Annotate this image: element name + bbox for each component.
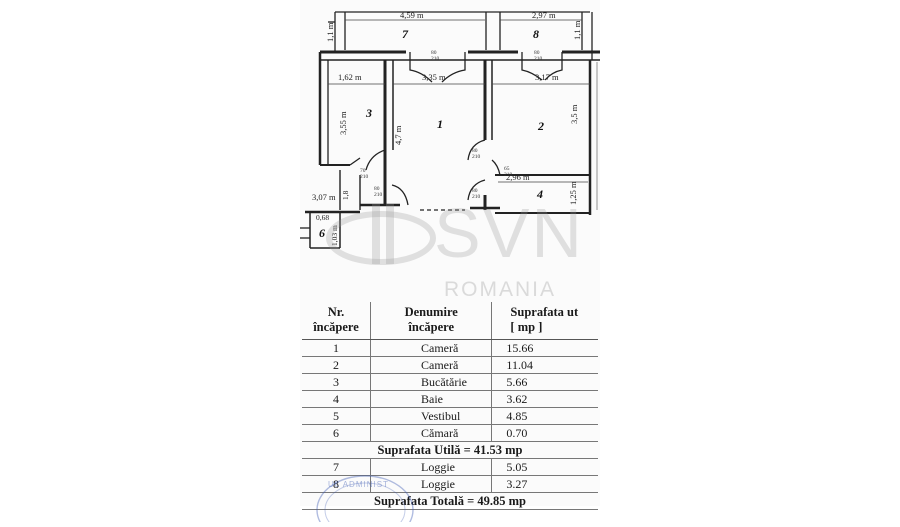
header-room-name: Denumire încăpere [370,302,493,340]
dim-small-vertical: 1,8 [341,190,350,200]
summary-total-row: Suprafata Totală = 49.85 mp [302,492,598,510]
table-row: 2 Cameră 11.04 [302,356,598,374]
room-number-8: 8 [533,27,539,41]
dim-room4-width: 2,96 m [506,172,530,182]
room-number-4: 4 [536,187,543,201]
table-row: 1 Cameră 15.66 [302,339,598,357]
room-number-1: 1 [437,117,443,131]
summary-useful-row: Suprafata Utilă = 41.53 mp [302,441,598,459]
table-row: 4 Baie 3.62 [302,390,598,408]
dim-right-top: 1,1 m [572,20,582,40]
dim-room1-width: 3,35 m [422,72,446,82]
dim-room3-height: 3,55 m [338,111,348,135]
dim-top-right: 2,97 m [532,10,556,20]
dim-room4-height: 1,25 m [568,181,578,205]
dim-room2-height: 3,5 m [569,104,579,124]
room-number-6: 6 [319,226,325,240]
summary-useful-area: Suprafata Utilă = 41.53 mp [302,441,598,459]
dim-room3-width: 1,62 m [338,72,362,82]
table-row: 3 Bucătărie 5.66 [302,373,598,391]
table-row: 8 Loggie 3.27 [302,475,598,493]
table-row: 6 Cămară 0.70 [302,424,598,442]
dim-left-top: 1,1 m [325,22,335,42]
dim-room2-width: 3,17 m [535,72,559,82]
room-number-3: 3 [365,106,372,120]
room-number-7: 7 [402,27,409,41]
header-room-number: Nr. încăpere [302,302,371,340]
room-areas-table: Nr. încăpere Denumire încăpere Suprafata… [302,302,598,510]
summary-total-area: Suprafata Totală = 49.85 mp [302,492,598,510]
dim-room6-width: 0,68 [316,213,329,222]
header-room-area: Suprafata ut [ mp ] [491,302,598,340]
dim-room6-height: 1,03 m [330,225,339,246]
dim-room1-height: 4,7 m [393,125,403,145]
dim-top-left: 4,59 m [400,10,424,20]
room-number-2: 2 [537,119,544,133]
table-row: 7 Loggie 5.05 [302,458,598,476]
dim-left-bottom: 3,07 m [312,192,336,202]
table-row: 5 Vestibul 4.85 [302,407,598,425]
table-header-row: Nr. încăpere Denumire încăpere Suprafata… [302,302,598,340]
floor-plan-drawing: 4,59 m 2,97 m 1,62 m 3,35 m 3,17 m 2,96 … [300,0,600,290]
